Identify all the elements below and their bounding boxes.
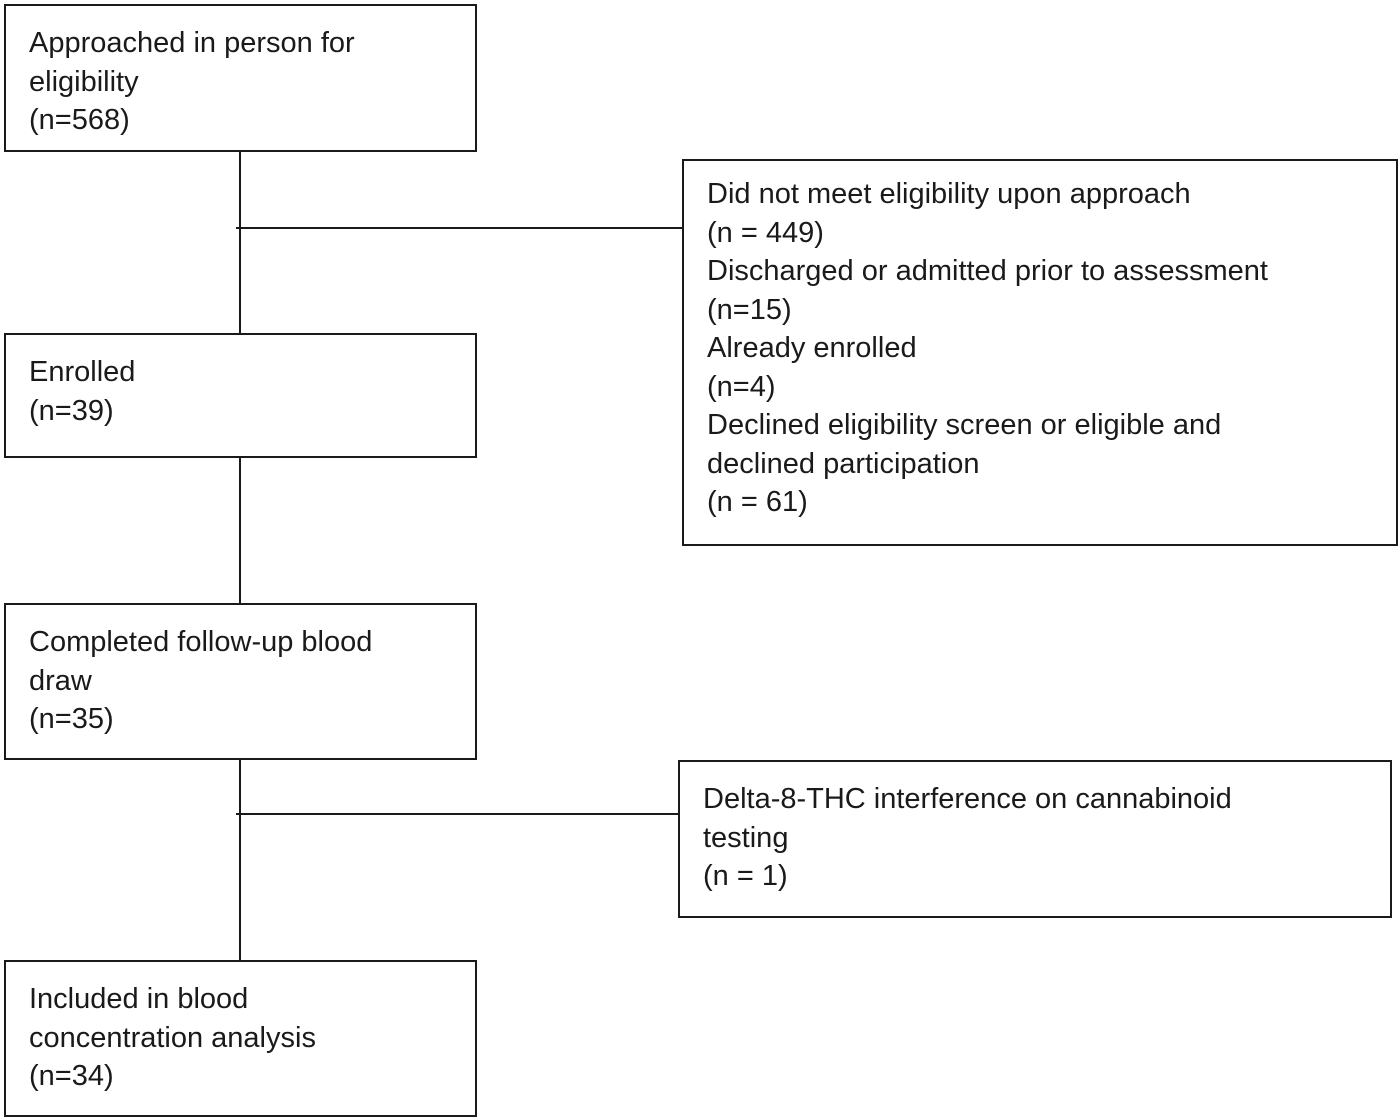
excluded-reason-ineligible: Did not meet eligibility upon approach <box>707 178 1191 210</box>
approached-line-1: Approached in person for <box>29 27 355 59</box>
included-line-1: Included in blood <box>29 983 249 1015</box>
enrolled-box: Enrolled (n=39) <box>4 333 477 458</box>
excluded-reason-already-enrolled: Already enrolled <box>707 332 917 364</box>
excluded-count-already-enrolled: (n=4) <box>707 370 776 403</box>
completed-count: (n=35) <box>29 703 114 735</box>
excluded-count-declined: (n = 61) <box>707 486 808 518</box>
included-count: (n=34) <box>29 1060 114 1092</box>
excluded-count-discharged: (n=15) <box>707 293 792 326</box>
included-line-2: concentration analysis <box>29 1021 316 1054</box>
approached-count: (n=568) <box>29 104 130 136</box>
completed-line-2: draw <box>29 664 92 697</box>
excluded-analysis-line-2: testing <box>703 821 789 854</box>
excluded-reason-discharged: Discharged or admitted prior to assessme… <box>707 255 1268 287</box>
completed-box: Completed follow-up blood draw (n=35) <box>4 603 477 760</box>
excluded-analysis-line-1: Delta-8-THC interference on cannabinoid <box>703 783 1232 815</box>
excluded-analysis-count: (n = 1) <box>703 860 788 892</box>
excluded-count-ineligible: (n = 449) <box>707 216 824 249</box>
excluded-reason-declined-line-1: Declined eligibility screen or eligible … <box>707 409 1222 441</box>
completed-line-1: Completed follow-up blood <box>29 626 373 658</box>
excluded-enrollment-box: Did not meet eligibility upon approach (… <box>682 159 1398 546</box>
enrolled-count: (n=39) <box>29 394 114 427</box>
included-box: Included in blood concentration analysis… <box>4 960 477 1117</box>
excluded-reason-declined-line-2: declined participation <box>707 447 980 480</box>
approached-box: Approached in person for eligibility (n=… <box>4 4 477 152</box>
enrolled-label: Enrolled <box>29 356 136 388</box>
approached-line-2: eligibility <box>29 65 139 98</box>
excluded-analysis-box: Delta-8-THC interference on cannabinoid … <box>678 760 1392 918</box>
